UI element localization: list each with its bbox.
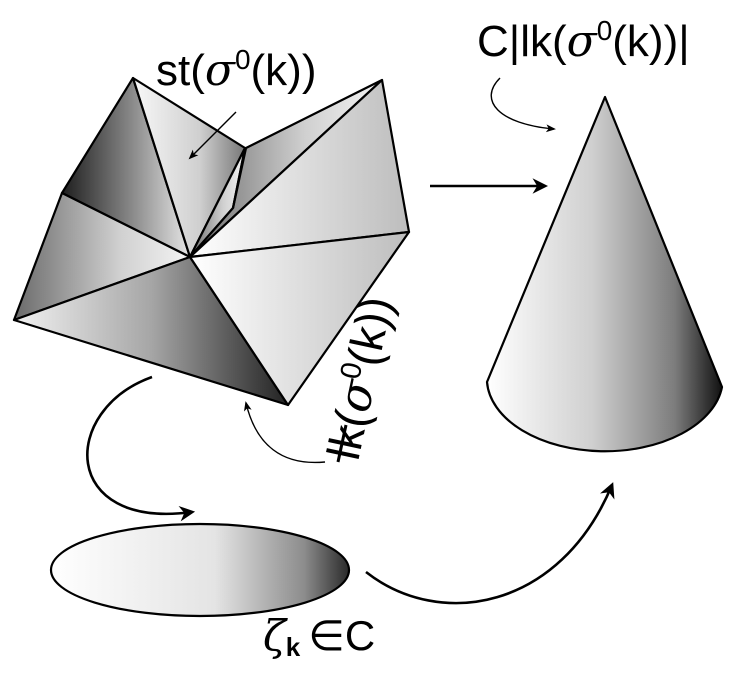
cone-label: C|lk(σ0(k))| [477, 15, 690, 67]
arrow-star-to-disk [86, 375, 196, 522]
star-complex [12, 76, 411, 407]
pointer-star-label [188, 111, 237, 160]
star-edge-notch [231, 147, 247, 209]
star-label: st(σ0(k)) [156, 44, 316, 96]
disk-shape [49, 522, 351, 618]
cone-shape [485, 95, 724, 453]
link-label-bar [336, 424, 348, 463]
arrow-disk-to-cone [365, 482, 615, 605]
pointer-cone-label [490, 77, 556, 133]
pointer-link-label [244, 401, 326, 464]
cone-body [485, 95, 724, 453]
star-face-lower-right [188, 230, 411, 407]
zeta-label: ζk∈C [263, 611, 375, 662]
